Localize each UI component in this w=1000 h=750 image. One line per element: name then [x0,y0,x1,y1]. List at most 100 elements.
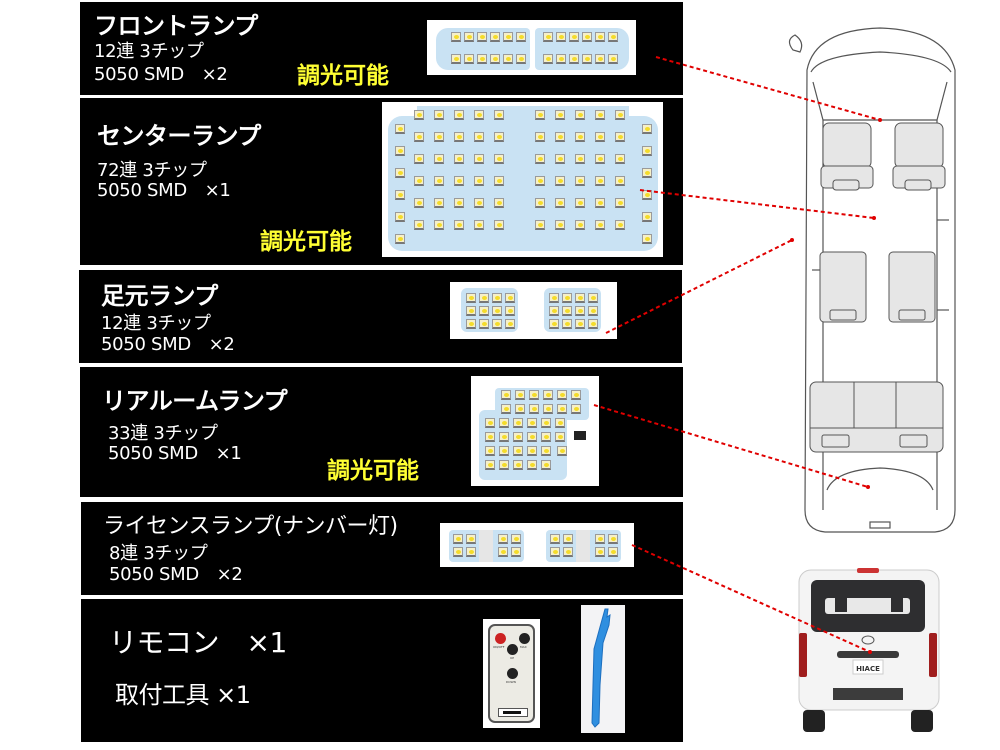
led-chip [549,306,559,316]
battery-slot [498,708,528,717]
led-chip [582,54,592,64]
led-chip [492,306,502,316]
led-chip [498,547,508,557]
led-chip [466,534,476,544]
led-chip [505,319,515,329]
max-button-icon [519,633,530,644]
led-chip [515,404,525,414]
led-chip [466,293,476,303]
led-chip [511,534,521,544]
led-chip [563,534,573,544]
led-chip [556,32,566,42]
led-chip [516,54,526,64]
led-chip [485,460,495,470]
led-chip [516,32,526,42]
license-lamp-panel: ライセンスランプ(ナンバー灯) 8連 3チップ 5050 SMD ×2 [81,502,683,595]
led-chip [454,220,464,230]
foot-lamp-panel: 足元ランプ 12連 3チップ 5050 SMD ×2 [79,270,682,363]
led-chip [543,32,553,42]
led-chip [395,124,405,134]
led-chip [454,132,464,142]
led-chip [529,390,539,400]
led-chip [575,154,585,164]
led-chip [642,146,652,156]
led-chip [466,319,476,329]
front-lamp-spec-chips: 12連 3チップ [94,41,204,62]
led-chip [535,176,545,186]
led-chip [642,234,652,244]
led-chip [588,293,598,303]
max-label: MAX [520,645,527,649]
led-chip [615,220,625,230]
led-chip [490,54,500,64]
led-chip [595,132,605,142]
pry-tool-icon [591,608,611,728]
led-chip [434,176,444,186]
led-chip [474,220,484,230]
led-chip [575,319,585,329]
led-chip [466,547,476,557]
led-chip [555,432,565,442]
center-lamp-title: センターランプ [97,122,261,150]
license-lamp-tape-2 [576,530,590,562]
led-chip [453,547,463,557]
led-chip [535,198,545,208]
led-chip [485,432,495,442]
led-chip [550,547,560,557]
led-chip [466,306,476,316]
led-chip [595,176,605,186]
led-chip [608,547,618,557]
license-lamp-title: ライセンスランプ(ナンバー灯) [103,514,398,539]
led-chip [451,54,461,64]
led-chip [434,154,444,164]
led-chip [557,390,567,400]
led-chip [479,319,489,329]
led-chip [474,110,484,120]
install-tool-photo [581,605,625,733]
center-lamp-spec-smd: 5050 SMD ×1 [97,180,231,201]
led-chip [414,154,424,164]
led-chip [541,446,551,456]
led-chip [541,460,551,470]
foot-lamp-spec-smd: 5050 SMD ×2 [101,334,235,355]
led-chip [615,132,625,142]
led-chip [575,198,585,208]
led-chip [479,293,489,303]
led-chip [595,154,605,164]
led-chip [556,54,566,64]
led-chip [395,190,405,200]
foot-lamp-spec-chips: 12連 3チップ [101,313,211,334]
led-chip [513,432,523,442]
rear-room-connector [574,431,586,440]
led-chip [527,418,537,428]
led-chip [595,198,605,208]
led-chip [494,176,504,186]
led-chip [474,132,484,142]
led-chip [555,110,565,120]
van-top-view-diagram [775,10,985,540]
led-chip [571,404,581,414]
led-chip [575,132,585,142]
led-chip [434,220,444,230]
power-button-icon [495,633,506,644]
led-chip [642,190,652,200]
license-lamp-tape-1 [479,530,493,562]
led-chip [395,212,405,222]
led-chip [494,132,504,142]
led-chip [492,293,502,303]
led-chip [451,32,461,42]
led-chip [571,390,581,400]
led-chip [527,446,537,456]
led-chip [608,32,618,42]
led-chip [454,176,464,186]
led-chip [615,176,625,186]
led-chip [515,390,525,400]
front-lamp-panel: フロントランプ 12連 3チップ 5050 SMD ×2 調光可能 [80,2,683,95]
remote-body: ON/OFF MAX UP DOWN [488,624,535,723]
led-chip [414,132,424,142]
led-chip [595,110,605,120]
led-chip [477,54,487,64]
led-chip [543,390,553,400]
led-chip [499,418,509,428]
led-chip [494,220,504,230]
